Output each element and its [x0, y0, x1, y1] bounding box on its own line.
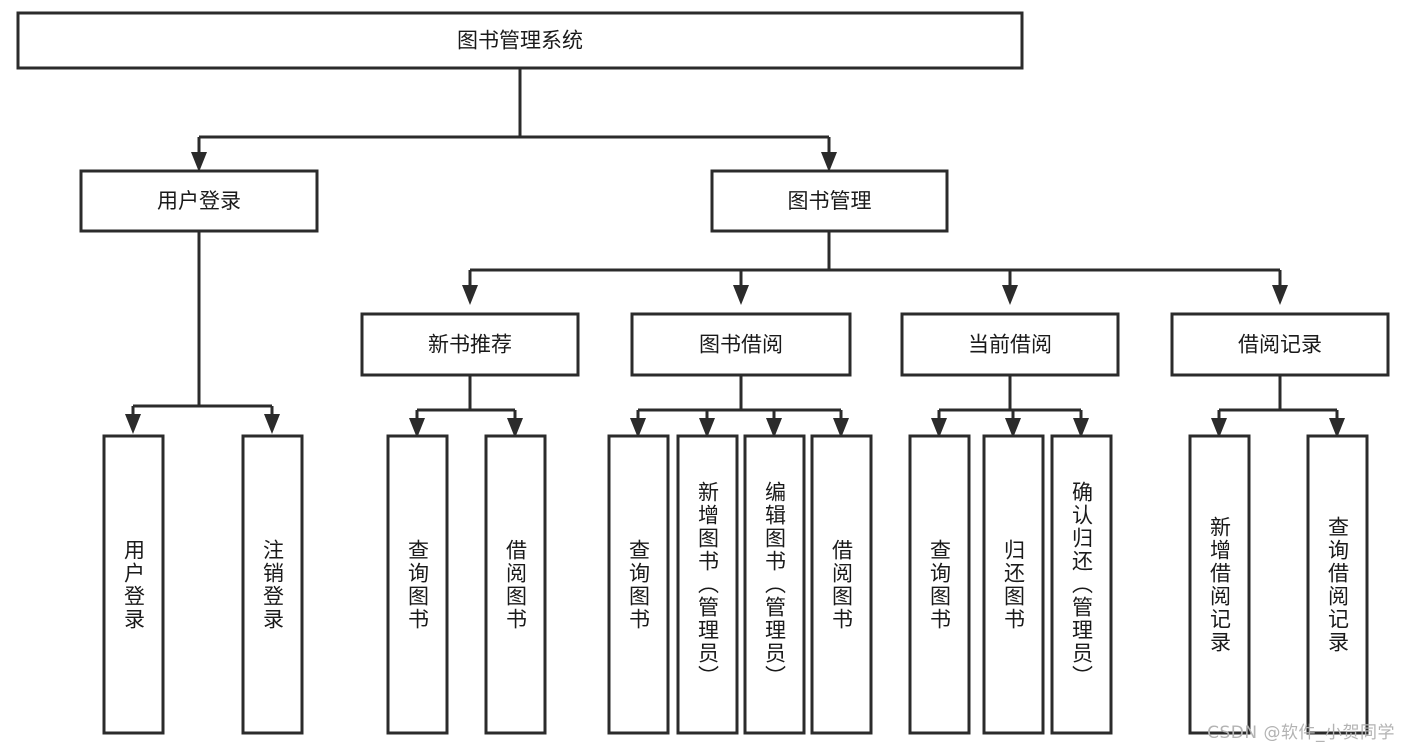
- node-box[interactable]: [360, 312, 580, 377]
- arrow-head-icon: [125, 414, 141, 434]
- node-leaf-query-book-3[interactable]: [908, 434, 971, 735]
- connector-root-bus: [191, 68, 837, 172]
- connector-user-login-bus: [125, 231, 280, 434]
- node-box[interactable]: [16, 11, 1024, 70]
- node-label: 图书借阅: [699, 333, 783, 357]
- arrow-head-icon: [1005, 418, 1021, 438]
- node-box[interactable]: [743, 434, 806, 735]
- arrow-head-icon: [833, 418, 849, 438]
- watermark-text: CSDN @软件_小贺同学: [1207, 723, 1395, 743]
- arrow-head-icon: [191, 152, 207, 172]
- arrow-head-icon: [462, 285, 478, 305]
- node-box[interactable]: [484, 434, 547, 735]
- node-box[interactable]: [810, 434, 873, 735]
- arrow-head-icon: [630, 418, 646, 438]
- arrow-head-icon: [264, 414, 280, 434]
- node-leaf-return-book[interactable]: [982, 434, 1045, 735]
- node-leaf-edit-book[interactable]: [743, 434, 806, 735]
- arrow-head-icon: [1272, 285, 1288, 305]
- node-leaf-add-book[interactable]: [676, 434, 739, 735]
- node-leaf-user-logout[interactable]: [241, 434, 304, 735]
- node-borrow-record[interactable]: 借阅记录: [1170, 312, 1390, 377]
- arrow-head-icon: [821, 152, 837, 172]
- node-user-login[interactable]: 用户登录: [79, 169, 319, 233]
- node-label: 当前借阅: [968, 333, 1052, 357]
- node-box[interactable]: [982, 434, 1045, 735]
- arrow-head-icon: [1329, 418, 1345, 438]
- node-current-borrow[interactable]: 当前借阅: [900, 312, 1120, 377]
- arrow-head-icon: [931, 418, 947, 438]
- connector-borrow-record-bus: [1211, 375, 1345, 438]
- node-leaf-add-record[interactable]: [1188, 434, 1251, 735]
- node-label: 借阅记录: [1238, 333, 1322, 357]
- arrow-head-icon: [507, 418, 523, 438]
- connector-new-book-recommend-bus: [409, 375, 523, 438]
- arrow-head-icon: [1073, 418, 1089, 438]
- node-box[interactable]: [630, 312, 852, 377]
- arrow-head-icon: [409, 418, 425, 438]
- arrow-head-icon: [1002, 285, 1018, 305]
- node-leaf-confirm-return[interactable]: [1050, 434, 1113, 735]
- node-leaf-borrow-book-2[interactable]: [810, 434, 873, 735]
- node-box[interactable]: [79, 169, 319, 233]
- node-book-borrow[interactable]: 图书借阅: [630, 312, 852, 377]
- arrow-head-icon: [766, 418, 782, 438]
- node-box[interactable]: [241, 434, 304, 735]
- node-box[interactable]: [102, 434, 165, 735]
- node-leaf-query-book-1[interactable]: [386, 434, 449, 735]
- connector-book-borrow-bus: [630, 375, 849, 438]
- node-box[interactable]: [710, 169, 949, 233]
- node-leaf-query-book-2[interactable]: [607, 434, 670, 735]
- node-box[interactable]: [1188, 434, 1251, 735]
- node-box[interactable]: [607, 434, 670, 735]
- node-box[interactable]: [900, 312, 1120, 377]
- node-book-manage[interactable]: 图书管理: [710, 169, 949, 233]
- node-label: 新书推荐: [428, 333, 512, 357]
- node-leaf-borrow-book-1[interactable]: [484, 434, 547, 735]
- connector-layer: [125, 68, 1345, 438]
- arrow-head-icon: [699, 418, 715, 438]
- node-new-book-recommend[interactable]: 新书推荐: [360, 312, 580, 377]
- node-leaf-user-login[interactable]: [102, 434, 165, 735]
- arrow-head-icon: [1211, 418, 1227, 438]
- connector-book-manage-bus: [462, 231, 1288, 305]
- node-label: 图书管理: [788, 189, 872, 213]
- node-box[interactable]: [1170, 312, 1390, 377]
- node-root[interactable]: 图书管理系统: [16, 11, 1024, 70]
- node-box[interactable]: [676, 434, 739, 735]
- node-box[interactable]: [1306, 434, 1369, 735]
- node-leaf-query-record[interactable]: [1306, 434, 1369, 735]
- node-box[interactable]: [1050, 434, 1113, 735]
- node-label: 用户登录: [157, 189, 241, 213]
- connector-current-borrow-bus: [931, 375, 1089, 438]
- arrow-head-icon: [733, 285, 749, 305]
- node-label: 图书管理系统: [457, 29, 583, 53]
- node-box[interactable]: [386, 434, 449, 735]
- node-box[interactable]: [908, 434, 971, 735]
